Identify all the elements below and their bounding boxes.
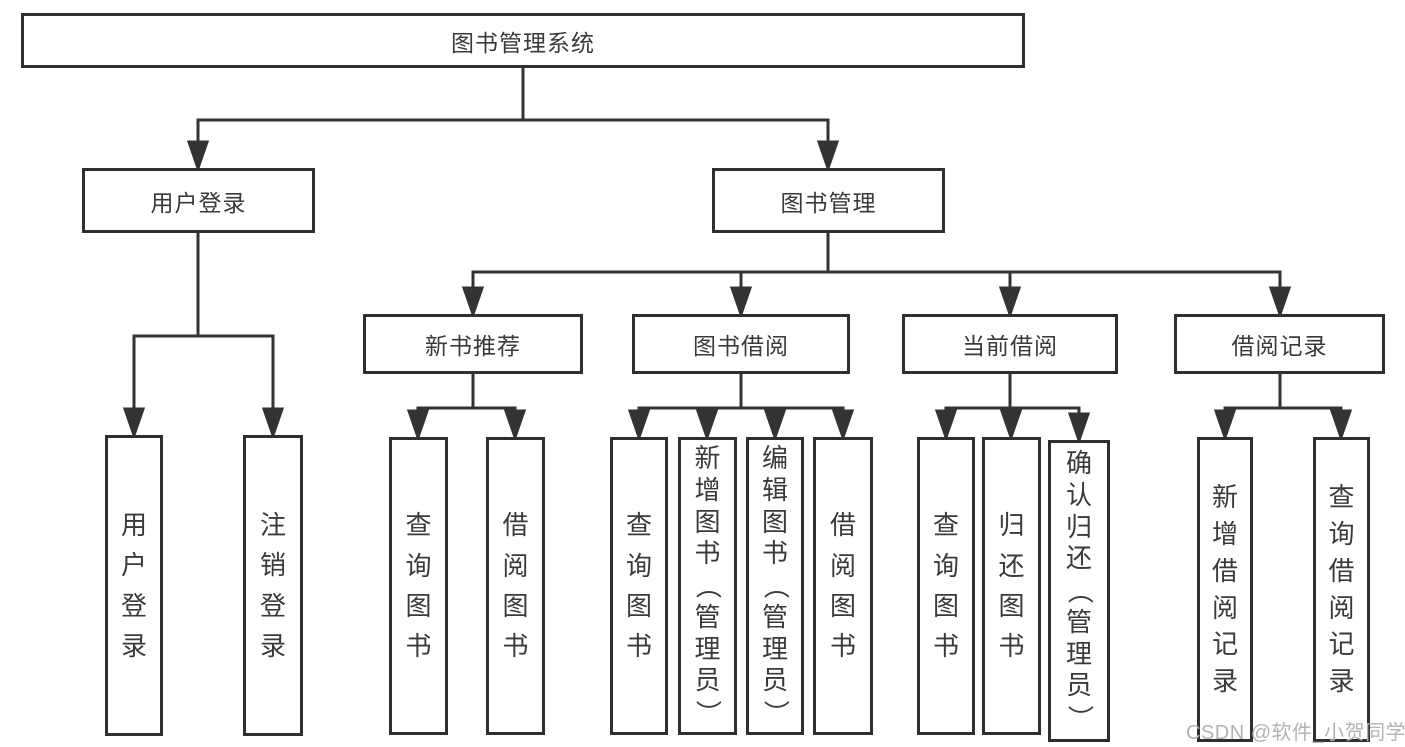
leaf-logout: 注销登录 — [243, 435, 303, 736]
leaf-confirm-return-admin-label: 确认归还（管理员） — [1064, 448, 1095, 731]
node-new-book-recommend: 新书推荐 — [363, 314, 583, 374]
leaf-user-login: 用户登录 — [105, 435, 163, 736]
leaf-query-book-1: 查询图书 — [389, 437, 448, 735]
leaf-borrow-book-1: 借阅图书 — [486, 437, 545, 735]
node-root: 图书管理系统 — [21, 13, 1025, 68]
csdn-watermark: CSDN @软件_小贺同学 — [1186, 722, 1405, 744]
leaf-user-login-label: 用户登录 — [120, 509, 147, 661]
node-root-label: 图书管理系统 — [451, 29, 595, 56]
node-new-book-recommend-label: 新书推荐 — [425, 333, 521, 359]
node-user-login-label: 用户登录 — [150, 189, 247, 216]
leaf-query-book-3-label: 查询图书 — [932, 510, 959, 662]
node-borrow-records: 借阅记录 — [1174, 314, 1385, 374]
leaf-add-borrow-record-label: 新增借阅记录 — [1211, 481, 1238, 697]
leaf-borrow-book-1-label: 借阅图书 — [502, 510, 529, 662]
leaf-logout-label: 注销登录 — [259, 509, 286, 661]
leaf-query-borrow-record: 查询借阅记录 — [1313, 437, 1370, 742]
leaf-query-book-1-label: 查询图书 — [405, 510, 432, 662]
node-current-borrow: 当前借阅 — [902, 314, 1118, 374]
leaf-return-book: 归还图书 — [982, 437, 1041, 735]
node-current-borrow-label: 当前借阅 — [962, 333, 1058, 359]
leaf-borrow-book-2-label: 借阅图书 — [829, 510, 856, 662]
leaf-query-book-2: 查询图书 — [610, 437, 668, 735]
leaf-return-book-label: 归还图书 — [998, 510, 1025, 662]
leaf-add-borrow-record: 新增借阅记录 — [1197, 437, 1253, 742]
node-book-borrow-label: 图书借阅 — [693, 333, 789, 359]
node-book-management: 图书管理 — [712, 168, 945, 233]
leaf-query-borrow-record-label: 查询借阅记录 — [1328, 481, 1355, 697]
leaf-edit-book-admin-label: 编辑图书（管理员） — [760, 443, 791, 726]
node-book-borrow: 图书借阅 — [632, 314, 850, 374]
leaf-add-book-admin: 新增图书（管理员） — [678, 437, 737, 735]
leaf-query-book-2-label: 查询图书 — [625, 510, 652, 662]
node-user-login: 用户登录 — [82, 168, 315, 233]
leaf-query-book-3: 查询图书 — [917, 437, 975, 735]
node-book-management-label: 图书管理 — [780, 189, 877, 216]
leaf-edit-book-admin: 编辑图书（管理员） — [746, 437, 804, 735]
leaf-borrow-book-2: 借阅图书 — [813, 437, 873, 735]
node-borrow-records-label: 借阅记录 — [1231, 333, 1328, 359]
leaf-confirm-return-admin: 确认归还（管理员） — [1048, 440, 1110, 742]
leaf-add-book-admin-label: 新增图书（管理员） — [693, 443, 724, 726]
